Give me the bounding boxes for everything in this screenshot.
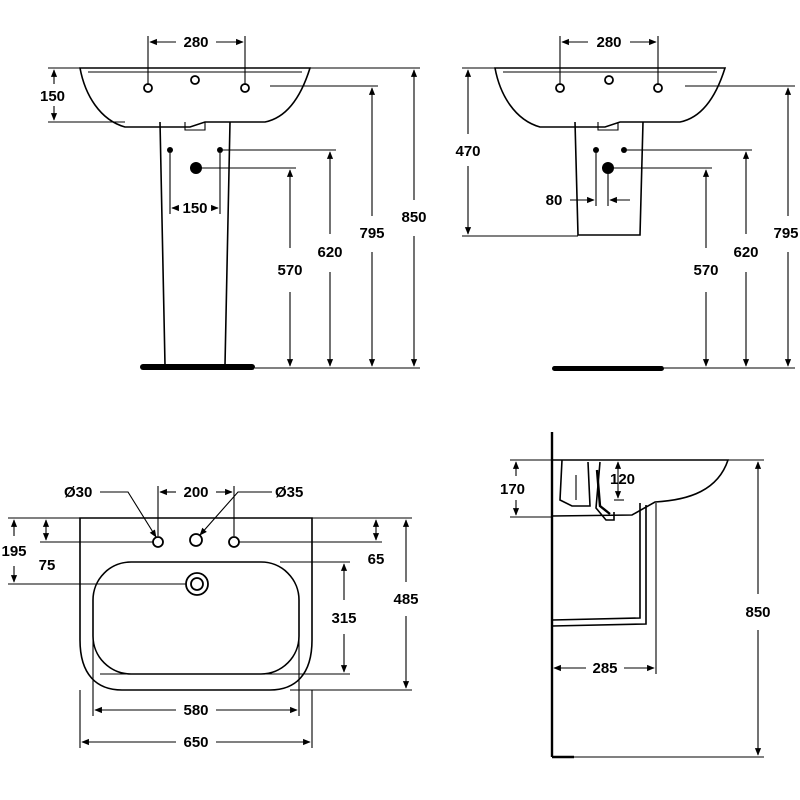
basin-profile [551, 459, 730, 521]
dim-basin-height: 150 [40, 88, 65, 105]
dim-rim-top: 795 [359, 225, 384, 242]
pedestal-column [140, 121, 255, 370]
side-dimensions: 170 120 285 850 [500, 459, 771, 758]
dim-waste-depth: 120 [610, 471, 635, 488]
dim-edge-to-taps: 75 [39, 557, 56, 574]
dim-hole-large-dia: Ø35 [275, 484, 303, 501]
pipe-points [593, 147, 627, 174]
dim-rim-top: 795 [773, 225, 798, 242]
pedestal-front-view: 280 150 150 570 620 [40, 34, 427, 370]
dim-overall-height: 850 [401, 209, 426, 226]
dim-supply-height: 620 [317, 244, 342, 261]
basin-outline [79, 67, 312, 131]
basin-plan-outline [79, 517, 313, 691]
dim-pipe-spacing: 150 [182, 200, 207, 217]
pedestal-dimensions: 280 150 150 570 620 [40, 34, 427, 369]
plan-view: Ø30 Ø35 200 195 75 65 [1, 484, 418, 751]
dim-bowl-depth: 315 [331, 610, 356, 627]
dim-edge-to-waste: 195 [1, 543, 26, 560]
dim-tap-inset: 65 [368, 551, 385, 568]
pipe-points [167, 147, 223, 174]
wall [550, 432, 574, 759]
waste-outlet [185, 572, 209, 596]
dim-overall-height: 850 [745, 604, 770, 621]
basin-outline [494, 67, 727, 131]
semi-pedestal-dimensions: 280 470 80 570 620 [455, 34, 799, 369]
dim-basin-depth: 170 [500, 481, 525, 498]
dim-bowl-width: 580 [183, 702, 208, 719]
plan-dimensions: Ø30 Ø35 200 195 75 65 [1, 484, 418, 751]
semi-pedestal-profile [551, 503, 647, 627]
dim-overall-width: 650 [183, 734, 208, 751]
dim-overall-depth: 485 [393, 591, 418, 608]
tap-holes [152, 533, 240, 548]
dim-projection: 285 [592, 660, 617, 677]
dim-hole-spacing: 200 [183, 484, 208, 501]
semi-pedestal-shroud [552, 121, 664, 371]
dim-height-to-shroud: 470 [455, 143, 480, 160]
side-view: 170 120 285 850 [500, 432, 771, 759]
dim-pipe-offset: 80 [546, 192, 563, 209]
dim-waste-height: 570 [277, 262, 302, 279]
dim-tap-spacing: 280 [183, 34, 208, 51]
tap-holes [555, 75, 663, 93]
dim-waste-height: 570 [693, 262, 718, 279]
dim-hole-small-dia: Ø30 [64, 484, 92, 501]
dim-tap-spacing: 280 [596, 34, 621, 51]
semi-pedestal-front-view: 280 470 80 570 620 [455, 34, 799, 371]
tap-holes [143, 75, 250, 93]
dim-supply-height: 620 [733, 244, 758, 261]
